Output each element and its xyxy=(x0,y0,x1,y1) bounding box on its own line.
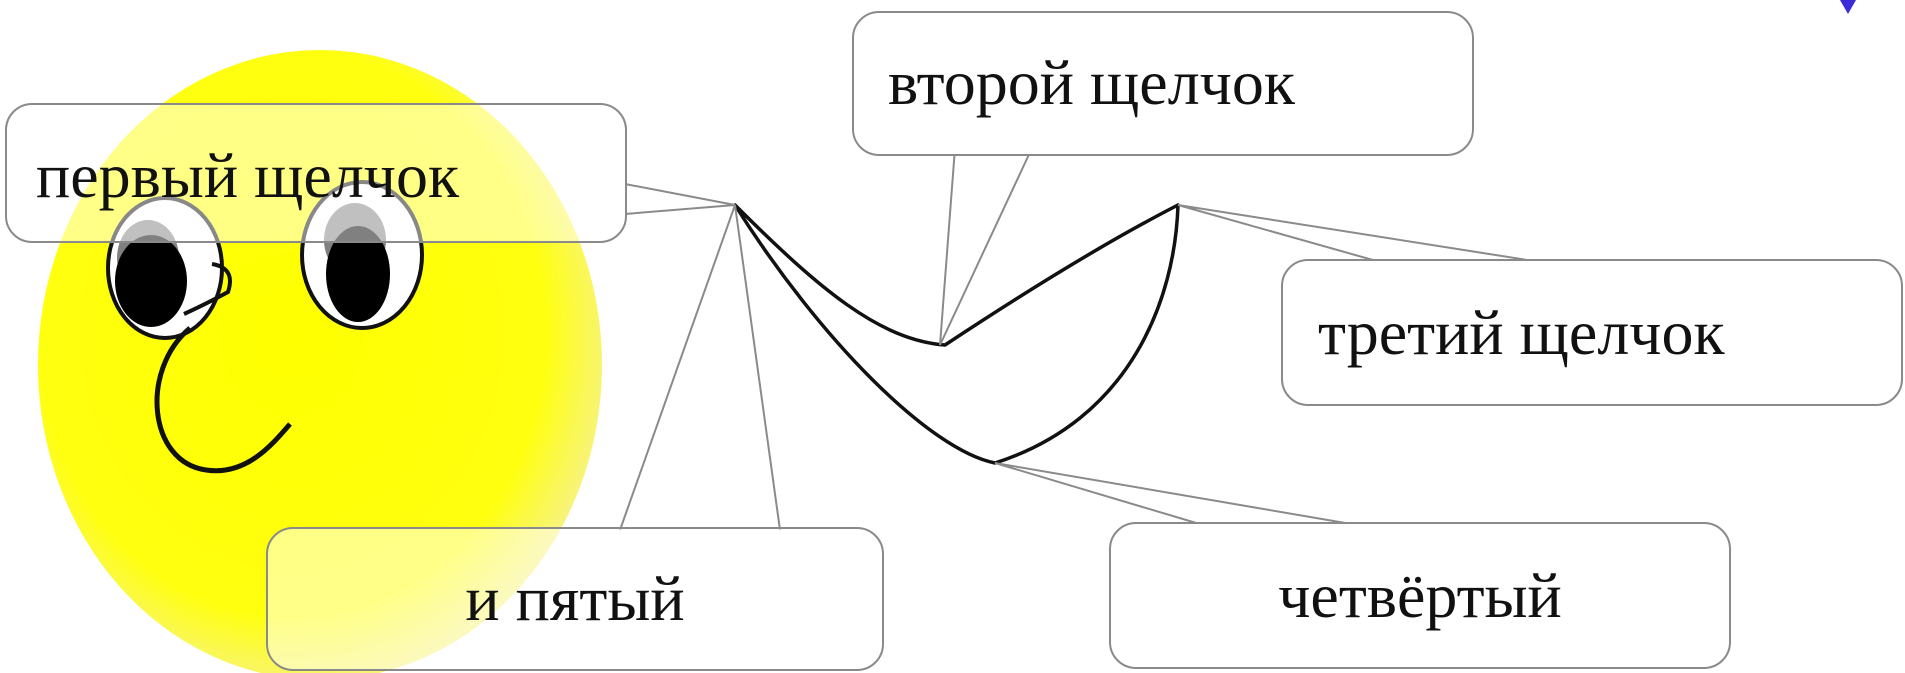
callout-fourth-click-pointer xyxy=(994,462,1358,526)
nose-icon xyxy=(183,262,232,316)
callout-fourth-click: четвёртый xyxy=(994,462,1731,669)
corner-accent-mark xyxy=(1840,0,1856,14)
callout-third-click-label: третий щелчок xyxy=(1318,297,1725,368)
callout-third-click-box xyxy=(1281,259,1903,406)
callout-first-click: первый щелчок xyxy=(5,103,736,243)
callout-first-click-pointer xyxy=(624,183,736,215)
callout-fourth-click-label: четвёртый xyxy=(1278,560,1562,631)
callout-second-click: второй щелчок xyxy=(852,11,1474,346)
callout-second-click-label: второй щелчок xyxy=(888,47,1296,118)
callout-first-click-box xyxy=(5,103,627,243)
callout-third-click: третий щелчок xyxy=(1177,204,1903,406)
callout-fifth-click-label: и пятый xyxy=(465,563,684,634)
callout-second-click-box xyxy=(852,11,1474,156)
callout-fifth-click-pointer xyxy=(619,204,781,531)
callout-fifth-click-box xyxy=(266,527,884,671)
mouth-icon xyxy=(154,326,292,474)
zigzag-click-path xyxy=(733,203,1180,465)
callout-fourth-click-box xyxy=(1109,522,1731,669)
callout-second-click-pointer xyxy=(939,147,1033,346)
callout-fifth-click: и пятый xyxy=(266,204,884,671)
callout-first-click-label: первый щелчок xyxy=(36,140,460,211)
callout-third-click-pointer xyxy=(1177,204,1541,263)
